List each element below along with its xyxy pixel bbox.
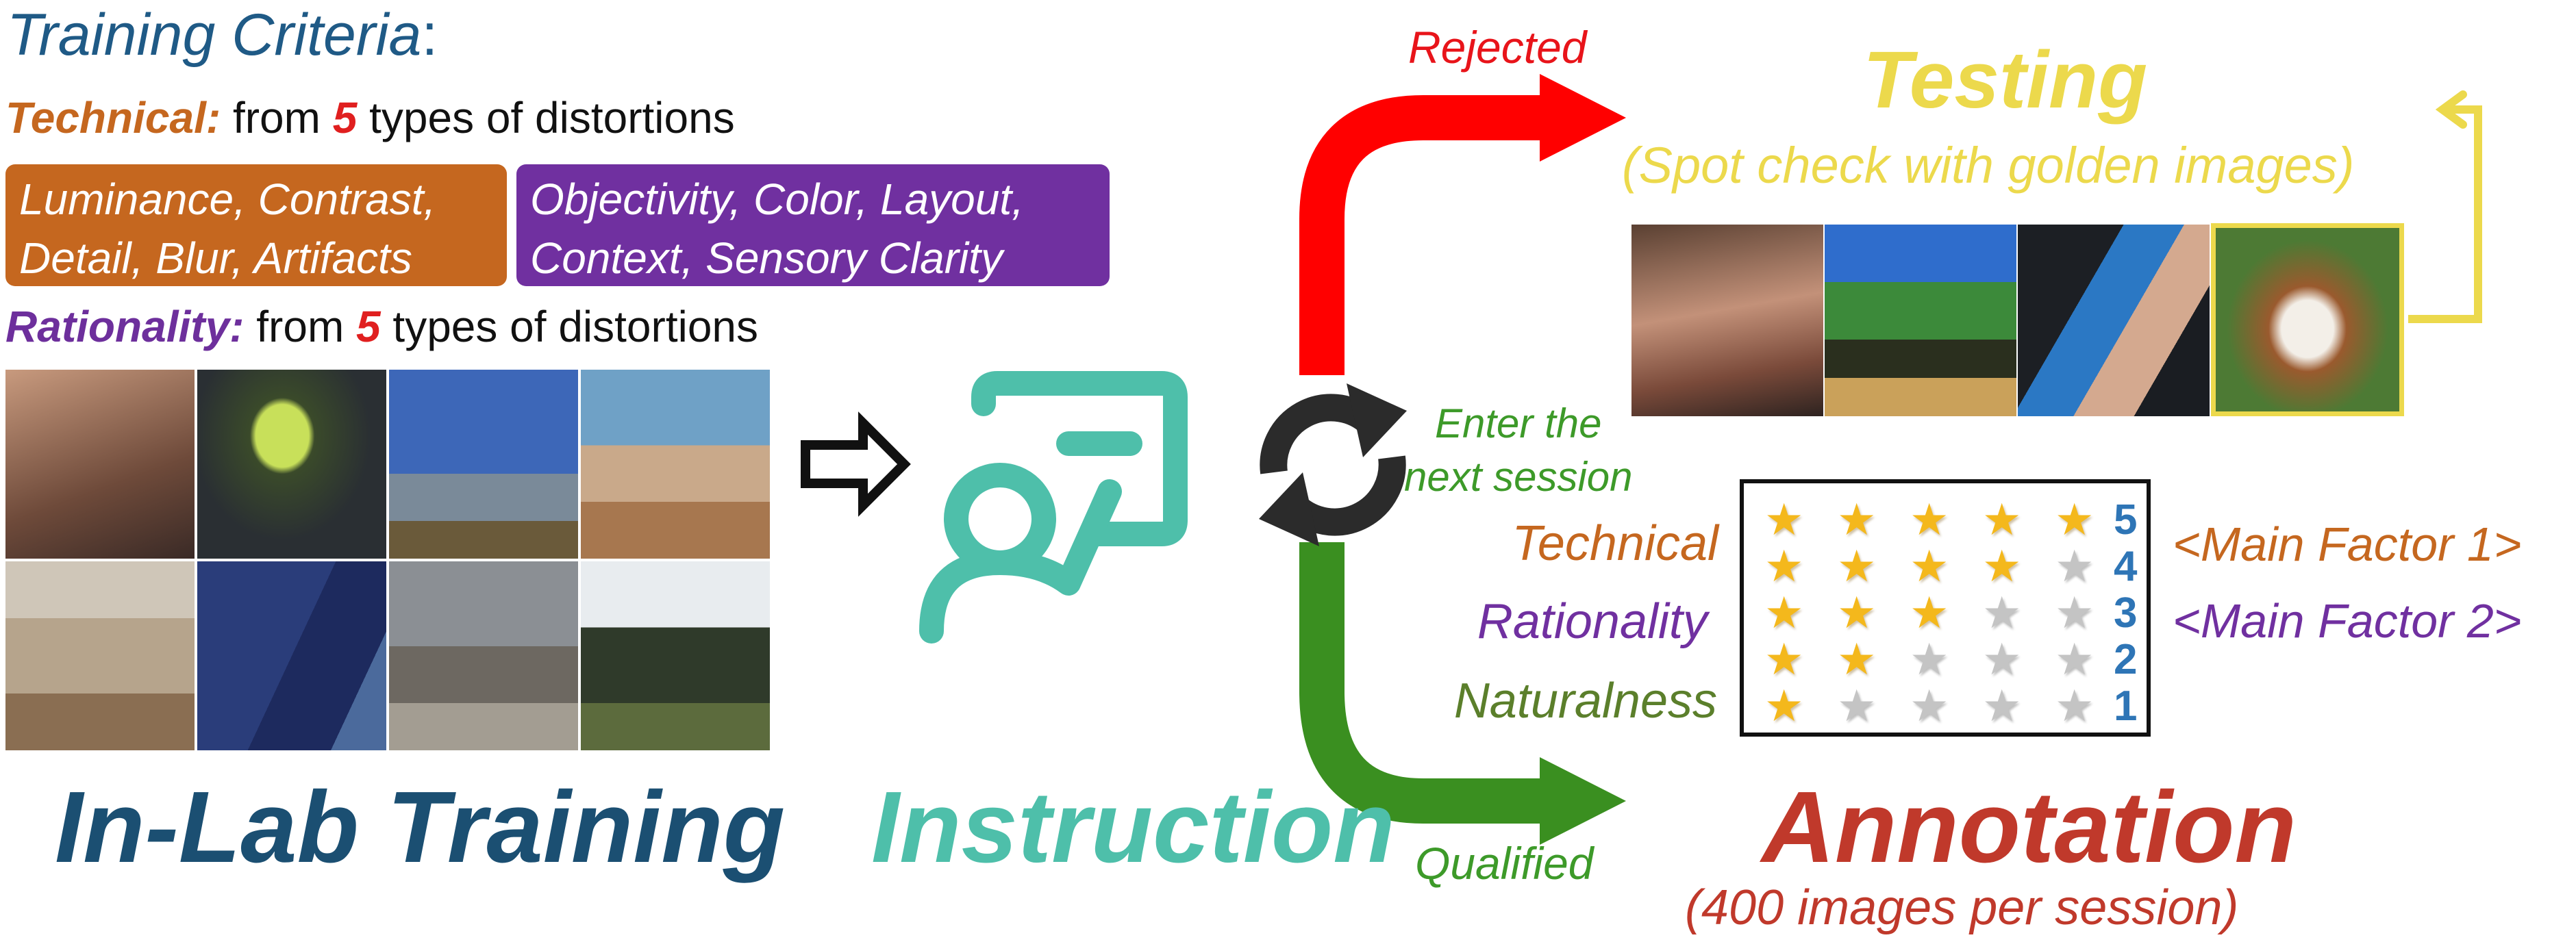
star-icon: ★ bbox=[1982, 542, 2022, 592]
qualified-label: Qualified bbox=[1415, 838, 1594, 889]
dimension-technical: Technical bbox=[1512, 516, 1718, 571]
star-icon: ★ bbox=[2055, 588, 2094, 639]
rejected-arrow-head bbox=[1540, 74, 1626, 162]
star-icon: ★ bbox=[1837, 542, 1877, 592]
rejected-label: Rejected bbox=[1408, 22, 1587, 73]
rating-score: 2 bbox=[2114, 636, 2138, 683]
training-image-building bbox=[197, 561, 386, 750]
annotation-label: Annotation bbox=[1762, 771, 2297, 884]
star-icon: ★ bbox=[1982, 635, 2022, 685]
star-icon: ★ bbox=[1910, 588, 1949, 639]
star-icon: ★ bbox=[1764, 635, 1804, 685]
star-icon: ★ bbox=[1764, 495, 1804, 546]
star-icon: ★ bbox=[1764, 681, 1804, 732]
star-icon: ★ bbox=[1982, 588, 2022, 639]
training-criteria-title: Training Criteria: bbox=[7, 2, 438, 68]
testing-title: Testing bbox=[1863, 35, 2148, 125]
star-icon: ★ bbox=[1837, 588, 1877, 639]
training-image-street bbox=[389, 561, 578, 750]
rating-score: 1 bbox=[2114, 683, 2138, 730]
refresh-cycle-icon bbox=[1259, 383, 1407, 546]
testing-subtitle: (Spot check with golden images) bbox=[1622, 137, 2355, 194]
golden-image-dog bbox=[2211, 223, 2404, 416]
training-image-face bbox=[5, 370, 195, 559]
star-icon: ★ bbox=[1837, 495, 1877, 546]
training-image-soldiers bbox=[581, 561, 770, 750]
testing-return-arrow-head bbox=[2435, 90, 2467, 129]
star-rating-scale: ★★★★★ 5 ★★★★★ 4 ★★★★★ 3 ★★★★★ 2 ★★★★★ 1 bbox=[1740, 479, 2151, 737]
qualified-arrow-head bbox=[1540, 757, 1626, 845]
star-icon: ★ bbox=[1910, 542, 1949, 592]
training-image-living-room bbox=[5, 561, 195, 750]
star-icon: ★ bbox=[1910, 635, 1949, 685]
rationality-distortions-box: Objectivity, Color, Layout,Context, Sens… bbox=[516, 164, 1110, 286]
golden-image-device bbox=[2018, 225, 2210, 416]
star-icon: ★ bbox=[1764, 588, 1804, 639]
rejected-arrow bbox=[1299, 95, 1540, 375]
dimension-rationality: Rationality bbox=[1477, 594, 1708, 649]
technical-criteria-line: Technical: from 5 types of distortions bbox=[5, 93, 735, 142]
qualified-arrow bbox=[1299, 542, 1540, 824]
main-factor-2: <Main Factor 2> bbox=[2173, 594, 2522, 648]
instruction-label: Instruction bbox=[871, 771, 1395, 884]
technical-distortions-box: Luminance, Contrast,Detail, Blur, Artifa… bbox=[5, 164, 507, 286]
dimension-naturalness: Naturalness bbox=[1453, 674, 1717, 728]
golden-image-garden bbox=[1825, 225, 2016, 416]
star-icon: ★ bbox=[1910, 681, 1949, 732]
rating-score: 3 bbox=[2114, 589, 2138, 637]
testing-return-line bbox=[2408, 105, 2482, 323]
main-factor-1: <Main Factor 1> bbox=[2173, 518, 2522, 571]
rationality-criteria-line: Rationality: from 5 types of distortions bbox=[5, 302, 758, 351]
star-icon: ★ bbox=[2055, 635, 2094, 685]
star-icon: ★ bbox=[2055, 495, 2094, 546]
training-image-lamp bbox=[197, 370, 386, 559]
star-icon: ★ bbox=[1982, 495, 2022, 546]
star-icon: ★ bbox=[1837, 635, 1877, 685]
training-image-skater bbox=[389, 370, 578, 559]
training-image-grid bbox=[5, 370, 771, 753]
star-icon: ★ bbox=[1982, 681, 2022, 732]
annotation-subtitle: (400 images per session) bbox=[1685, 880, 2239, 935]
star-icon: ★ bbox=[2055, 542, 2094, 592]
golden-image-face bbox=[1631, 225, 1823, 416]
star-icon: ★ bbox=[1910, 495, 1949, 546]
rating-score: 4 bbox=[2114, 543, 2138, 590]
hollow-arrow-right-icon bbox=[801, 411, 911, 517]
rating-score: 5 bbox=[2114, 496, 2138, 544]
instruction-person-board-icon bbox=[919, 371, 1188, 644]
star-icon: ★ bbox=[1764, 542, 1804, 592]
star-icon: ★ bbox=[1837, 681, 1877, 732]
star-icon: ★ bbox=[2055, 681, 2094, 732]
training-image-water-tower bbox=[581, 370, 770, 559]
in-lab-training-label: In-Lab Training bbox=[55, 771, 786, 884]
